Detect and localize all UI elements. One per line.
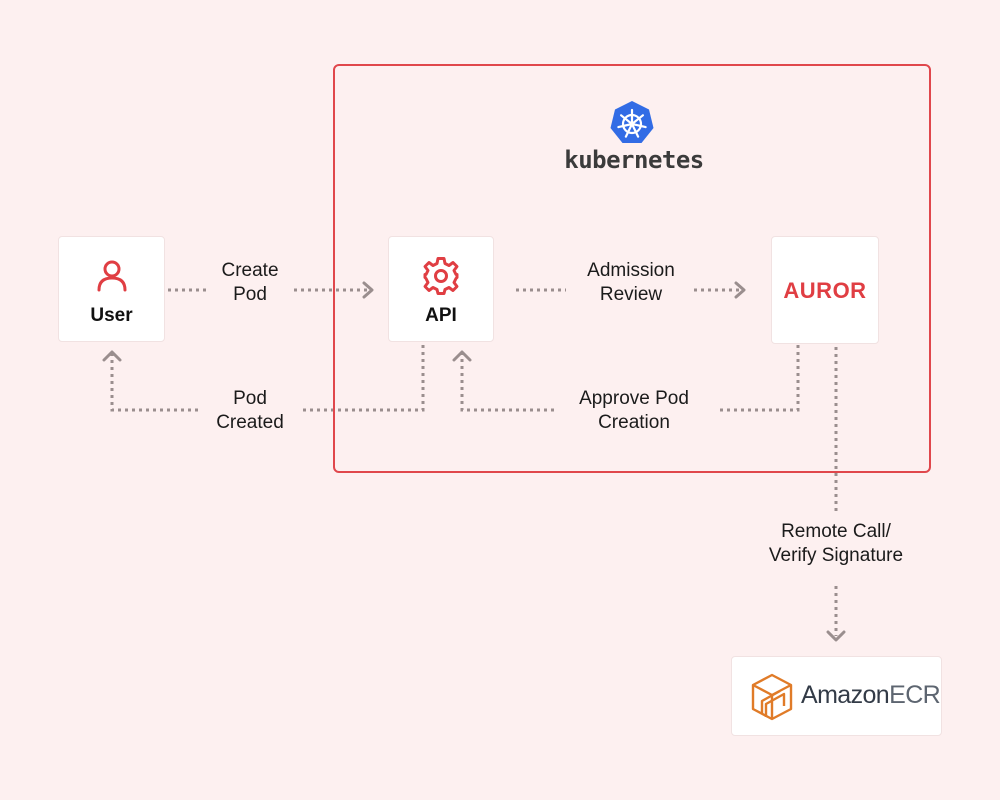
arrow-head-api-bottom bbox=[452, 350, 472, 362]
arrow-head-user bbox=[102, 350, 122, 362]
admission-review-label: Admission Review bbox=[587, 260, 675, 305]
kubernetes-cluster-boundary bbox=[333, 64, 931, 473]
kubernetes-logo-icon bbox=[610, 101, 654, 143]
arrow-head-ecr bbox=[826, 630, 846, 642]
amazon-ecr-label: AmazonECR bbox=[801, 681, 941, 710]
user-node: User bbox=[58, 236, 165, 342]
pod-created-label: Pod Created bbox=[216, 388, 284, 433]
approve-pod-creation-label: Approve Pod Creation bbox=[579, 388, 689, 433]
kubernetes-label: kubernetes bbox=[564, 146, 704, 174]
edge-approve-right bbox=[716, 345, 800, 412]
ecr-product-text: ECR bbox=[889, 681, 941, 709]
user-icon bbox=[97, 260, 126, 292]
auror-label: AUROR bbox=[783, 278, 867, 303]
api-node: API bbox=[388, 236, 494, 342]
edge-pod-created-left bbox=[110, 354, 198, 412]
gear-icon bbox=[423, 257, 459, 295]
arrow-head-api bbox=[362, 281, 374, 299]
amazon-ecr-logo-icon bbox=[751, 673, 793, 721]
api-label: API bbox=[425, 305, 457, 326]
user-label: User bbox=[90, 305, 133, 326]
edge-approve-left bbox=[460, 354, 554, 412]
amazon-brand-text: Amazon bbox=[801, 681, 890, 709]
edge-pod-created-right bbox=[302, 345, 425, 412]
arrow-head-auror bbox=[734, 281, 746, 299]
create-pod-label: Create Pod bbox=[221, 260, 279, 305]
amazon-ecr-node: AmazonECR bbox=[731, 656, 942, 736]
auror-node: AUROR bbox=[771, 236, 879, 344]
remote-call-label: Remote Call/ Verify Signature bbox=[768, 521, 904, 566]
